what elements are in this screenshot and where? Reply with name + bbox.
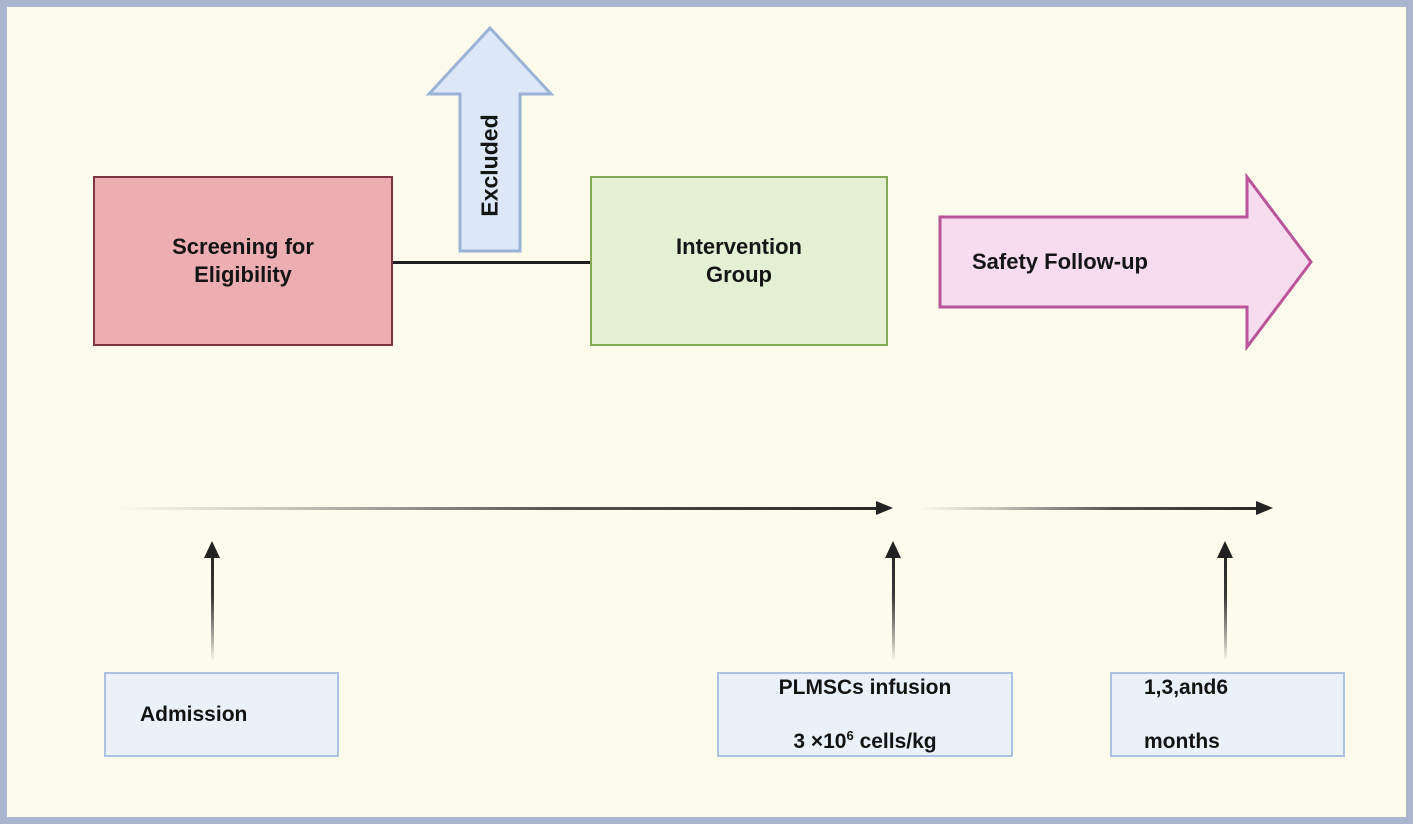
node-excluded-label: Excluded — [476, 113, 503, 217]
timeline-label-followup-months[interactable]: 1,3,and6 months — [1110, 672, 1345, 757]
node-safety-followup-arrow[interactable] — [937, 173, 1315, 351]
timeline-segment-2-arrowhead — [1256, 501, 1273, 515]
timeline-label-followup-months-text: 1,3,and6 months — [1144, 646, 1228, 782]
tick-arrow-followup-shaft — [1224, 557, 1227, 661]
node-intervention-group[interactable]: Intervention Group — [590, 176, 888, 346]
node-screening-for-eligibility[interactable]: Screening for Eligibility — [93, 176, 393, 346]
tick-arrow-followup — [1215, 541, 1237, 661]
timeline-segment-1 — [117, 499, 893, 519]
tick-arrow-infusion-arrowhead — [885, 541, 901, 558]
connector-line-screening-to-intervention — [393, 261, 590, 264]
infusion-line-2: 3 ×106 cells/kg — [779, 728, 952, 755]
right-arrow-icon — [938, 173, 1313, 351]
tick-arrow-infusion-shaft — [892, 557, 895, 661]
timeline-segment-1-shaft — [117, 507, 877, 510]
tick-arrow-followup-arrowhead — [1217, 541, 1233, 558]
infusion-dose-exponent: 6 — [846, 728, 854, 744]
node-excluded-arrow[interactable] — [425, 23, 555, 255]
timeline-label-admission[interactable]: Admission — [104, 672, 339, 757]
tick-arrow-admission — [202, 541, 224, 661]
node-safety-followup-label: Safety Follow-up — [972, 249, 1148, 274]
infusion-dose-suffix: cells/kg — [853, 730, 937, 754]
infusion-dose-prefix: 3 ×10 — [793, 730, 847, 754]
months-line-1: 1,3,and6 — [1144, 675, 1229, 699]
node-excluded-label-wrap: Excluded — [425, 23, 555, 255]
timeline-label-plmscs-infusion-text: PLMSCs infusion 3 ×106 cells/kg — [779, 646, 952, 782]
timeline-label-plmscs-infusion[interactable]: PLMSCs infusion 3 ×106 cells/kg — [717, 672, 1013, 757]
tick-arrow-admission-shaft — [211, 557, 214, 661]
infusion-line-1: PLMSCs infusion — [778, 675, 952, 699]
timeline-segment-2 — [919, 499, 1273, 519]
tick-arrow-admission-arrowhead — [204, 541, 220, 558]
tick-arrow-infusion — [883, 541, 905, 661]
timeline-segment-2-shaft — [919, 507, 1257, 510]
months-line-2: months — [1144, 730, 1220, 754]
up-arrow-icon — [425, 25, 555, 253]
timeline-segment-1-arrowhead — [876, 501, 893, 515]
